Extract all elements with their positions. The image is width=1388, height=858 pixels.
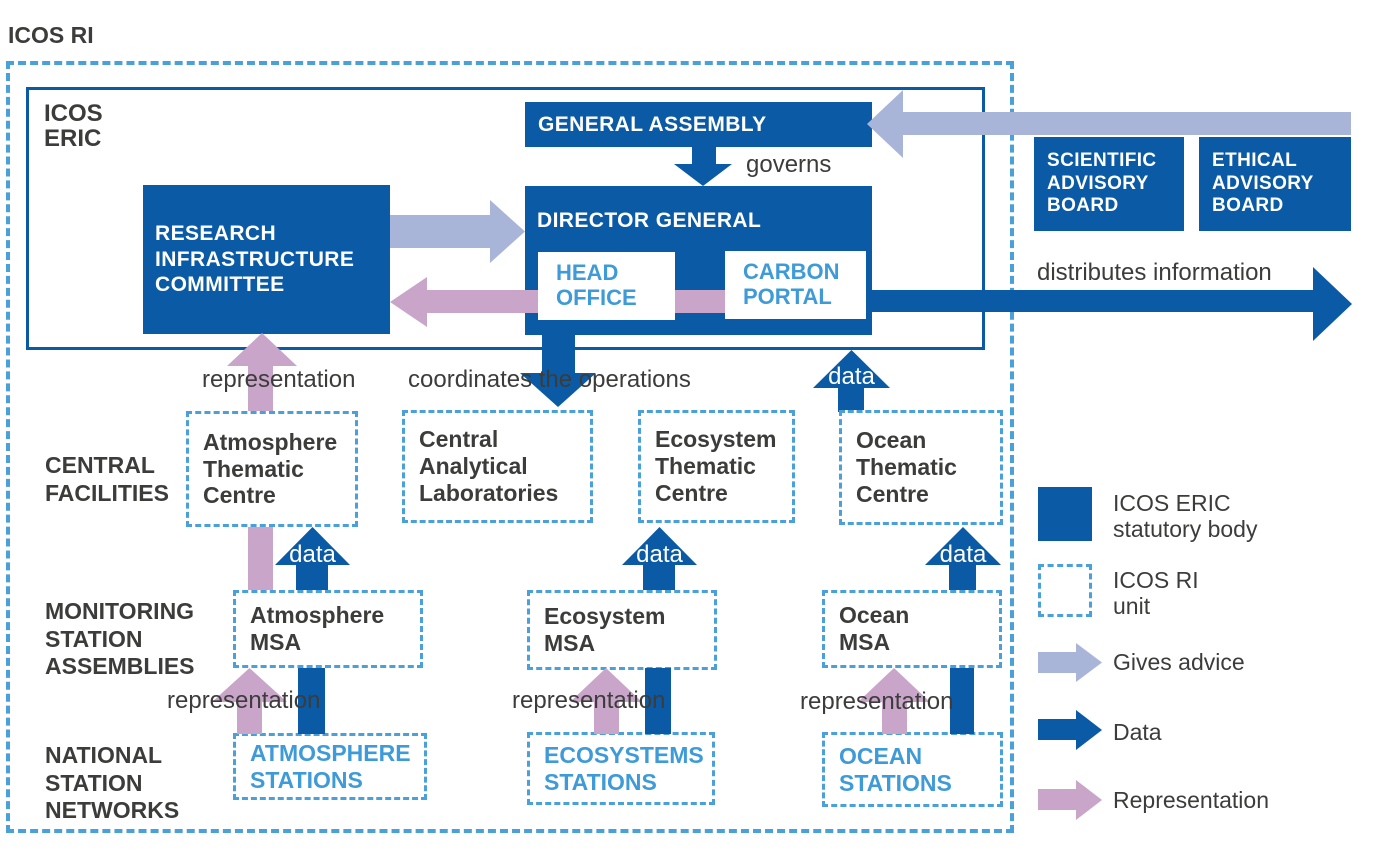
ecosystem-thematic-centre-box: Ecosystem Thematic Centre [638, 410, 795, 523]
row-label-national: NATIONAL STATION NETWORKS [45, 742, 180, 824]
ocean-msa-label: Ocean MSA [839, 602, 910, 655]
coordinates-arrow-stem [542, 334, 575, 374]
coordinates-annotation: coordinates the operations [408, 366, 691, 393]
governs-annotation: governs [746, 151, 832, 178]
research-infrastructure-committee-label: RESEARCH INFRASTRUCTURE COMMITTEE [155, 222, 355, 297]
row-label-central-facilities: CENTRAL FACILITIES [45, 452, 169, 506]
director-general-label: DIRECTOR GENERAL [537, 209, 762, 232]
research-infrastructure-committee-box: RESEARCH INFRASTRUCTURE COMMITTEE [143, 185, 390, 334]
atmosphere-msa-label: Atmosphere MSA [250, 602, 385, 655]
carbon-portal-label: CARBON PORTAL [743, 259, 840, 309]
distributes-annotation: distributes information [1037, 259, 1272, 286]
central-analytical-laboratories-label: Central Analytical Laboratories [419, 426, 559, 506]
legend-representation-label: Representation [1113, 787, 1269, 813]
distributes-arrow-body [866, 290, 1313, 312]
atmosphere-msa-box: Atmosphere MSA [233, 590, 423, 668]
representation-annotation-atmosphere: representation [167, 687, 321, 714]
ecosystem-msa-box: Ecosystem MSA [527, 590, 717, 670]
row-label-monitoring: MONITORING STATION ASSEMBLIES [45, 598, 195, 680]
legend-gives-advice-arrow-body [1038, 652, 1076, 673]
carbon-portal-box: CARBON PORTAL [725, 251, 866, 319]
ocean-msa-box: Ocean MSA [822, 590, 1002, 668]
legend-representation-arrow-body [1038, 789, 1076, 810]
ethical-advisory-board-box: ETHICAL ADVISORY BOARD [1199, 137, 1351, 231]
scientific-advisory-board-box: SCIENTIFIC ADVISORY BOARD [1034, 137, 1184, 231]
icos-eric-label: ICOS ERIC [44, 100, 103, 153]
ocean-data-band [950, 668, 974, 734]
ocean-data-label: data [939, 541, 987, 568]
ecosystem-thematic-centre-label: Ecosystem Thematic Centre [655, 426, 777, 506]
general-assembly-label: GENERAL ASSEMBLY [538, 112, 767, 136]
ocean-tc-data-arrow-stem [838, 388, 864, 412]
distributes-arrow-head [1313, 267, 1352, 341]
legend-ri-unit-label: ICOS RI unit [1113, 567, 1199, 620]
representation-annotation-ocean: representation [800, 688, 954, 715]
atmosphere-data-label: data [289, 541, 336, 568]
ecosystem-data-arrow-stem [643, 565, 675, 591]
advisory-advice-arrow-body [903, 112, 1351, 135]
legend-representation-arrow-head [1076, 780, 1102, 820]
ocean-thematic-centre-label: Ocean Thematic Centre [856, 427, 957, 507]
ecosystem-data-label: data [636, 541, 683, 568]
legend-data-arrow-body [1038, 719, 1076, 740]
ocean-representation-arrow-stem [882, 702, 907, 734]
legend-gives-advice-arrow-head [1076, 643, 1102, 682]
ocean-data-arrow-stem [949, 565, 976, 591]
scientific-advisory-board-label: SCIENTIFIC ADVISORY BOARD [1047, 149, 1157, 217]
ecosystem-msa-label: Ecosystem MSA [544, 603, 666, 656]
atmosphere-representation-arrow-stem [237, 702, 262, 734]
legend-gives-advice-label: Gives advice [1113, 649, 1245, 675]
ecosystems-stations-box: ECOSYSTEMS STATIONS [527, 732, 715, 805]
atmosphere-thematic-centre-label: Atmosphere Thematic Centre [203, 428, 338, 509]
icos-ri-boundary [6, 61, 1014, 833]
atmosphere-stations-label: ATMOSPHERE STATIONS [250, 739, 411, 793]
ocean-tc-data-label: data [828, 363, 875, 390]
legend-data-arrow-head [1076, 710, 1102, 750]
legend-data-label: Data [1113, 719, 1162, 745]
central-analytical-laboratories-box: Central Analytical Laboratories [402, 410, 593, 523]
head-office-box: HEAD OFFICE [538, 252, 675, 320]
ecosystems-stations-label: ECOSYSTEMS STATIONS [544, 741, 704, 795]
msa-ric-representation-band-lower [248, 526, 273, 591]
ric-advice-arrow-body [390, 215, 490, 248]
representation-annotation-ecosystem: representation [512, 687, 666, 714]
legend-ri-unit-swatch [1038, 564, 1092, 617]
atmosphere-data-band [298, 668, 325, 734]
atmosphere-stations-box: ATMOSPHERE STATIONS [233, 733, 427, 800]
head-office-label: HEAD OFFICE [556, 260, 637, 310]
ecosystem-representation-arrow-stem [594, 702, 619, 734]
ecosystem-data-band [645, 668, 671, 734]
representation-annotation-top: representation [202, 366, 356, 393]
ocean-stations-box: OCEAN STATIONS [822, 732, 1003, 807]
msa-ric-representation-band-upper [248, 365, 273, 411]
ocean-stations-label: OCEAN STATIONS [839, 742, 952, 796]
ethical-advisory-board-label: ETHICAL ADVISORY BOARD [1212, 149, 1314, 217]
legend-statutory-label: ICOS ERIC statutory body [1113, 490, 1258, 543]
legend-statutory-swatch [1038, 487, 1092, 541]
diagram-title: ICOS RI [8, 22, 94, 48]
ocean-thematic-centre-box: Ocean Thematic Centre [839, 410, 1003, 525]
general-assembly-box: GENERAL ASSEMBLY [525, 102, 872, 147]
atmosphere-data-arrow-stem [296, 565, 328, 591]
governs-arrow-stem [692, 147, 716, 165]
atmosphere-thematic-centre-box: Atmosphere Thematic Centre [186, 411, 358, 527]
